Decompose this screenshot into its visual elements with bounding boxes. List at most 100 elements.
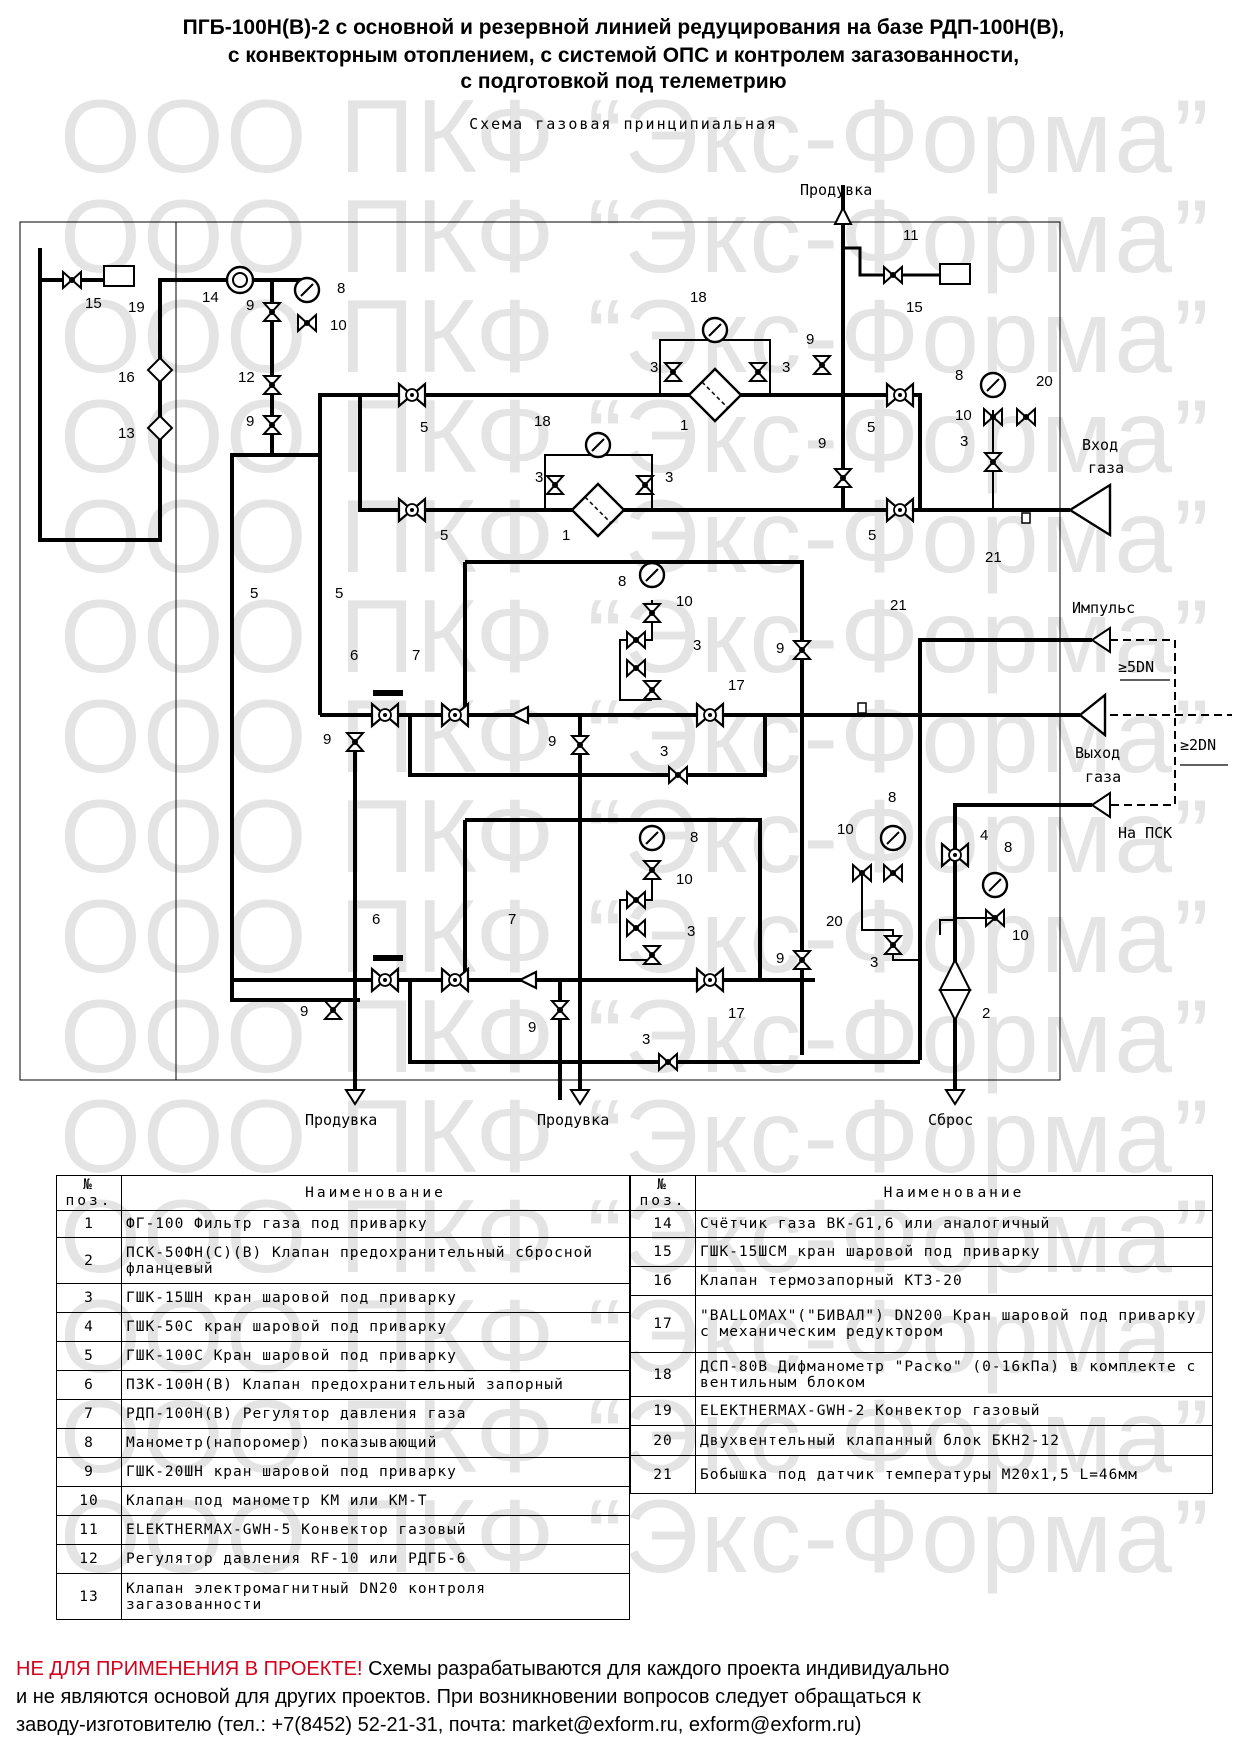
valve-9-reserve-2 <box>551 1000 569 1020</box>
legend-name: ПЗК-100Н(В) Клапан предохранительный зап… <box>121 1370 630 1400</box>
gas-inlet-arrow-icon <box>1067 482 1112 538</box>
pos-3: 3 <box>693 637 701 654</box>
pos-5: 5 <box>440 527 448 544</box>
legend-name: ГШК-20ШН кран шаровой под приварку <box>121 1457 630 1487</box>
valve-10-outlet <box>883 864 903 882</box>
valve-10-reserve <box>643 860 661 880</box>
valve-10-heating <box>297 314 317 332</box>
pos-19: 19 <box>128 299 145 316</box>
pos-1: 1 <box>562 527 570 544</box>
legend-pos: 9 <box>56 1457 122 1487</box>
pos-6: 6 <box>372 911 380 928</box>
legend-name: Клапан под манометр КМ или КМ-Т <box>121 1486 630 1516</box>
legend-pos: 4 <box>56 1312 122 1342</box>
pos-15: 15 <box>906 299 923 316</box>
legend-pos: 12 <box>56 1544 122 1574</box>
watermark-text: ООО ПКФ “Экс-Форма” <box>60 379 1211 495</box>
title-line-2: с конвекторным отоплением, с системой ОП… <box>227 44 1020 67</box>
pos-8: 8 <box>888 789 896 806</box>
pos-12: 12 <box>238 369 255 386</box>
label-impulse: Импульс <box>1072 599 1135 617</box>
watermark-text: ООО ПКФ “Экс-Форма” <box>60 579 1211 695</box>
purge-outlet-1 <box>345 1089 365 1105</box>
watermark-text: ООО ПКФ “Экс-Форма” <box>60 79 1211 195</box>
pos-8: 8 <box>618 573 626 590</box>
valve-3-outlet <box>884 935 902 955</box>
legend-name: ФГ-100 Фильтр газа под приварку <box>121 1210 630 1238</box>
label-gas-inlet-2: газа <box>1088 459 1124 477</box>
pos-17: 17 <box>728 1005 745 1022</box>
valve-5-top-right <box>885 382 915 408</box>
filter-1-bottom <box>570 482 626 538</box>
valve-3-main-b <box>626 659 646 677</box>
legend-pos: 18 <box>630 1352 696 1397</box>
pos-5: 5 <box>867 419 875 436</box>
watermark-text: ООО ПКФ “Экс-Форма” <box>60 479 1211 595</box>
purge-outlet-2 <box>570 1089 590 1105</box>
footer-disclaimer: НЕ ДЛЯ ПРИМЕНЕНИЯ В ПРОЕКТЕ! Схемы разра… <box>16 1655 1231 1739</box>
pos-9: 9 <box>528 1019 536 1036</box>
purge-top-arrow-icon <box>833 205 853 225</box>
label-gas-outlet-2: газа <box>1085 768 1121 786</box>
block-20-inlet <box>1016 408 1036 426</box>
legend-pos: 15 <box>630 1237 696 1267</box>
footer-text-3: заводу-изготовителю (тел.: +7(8452) 52-2… <box>16 1714 862 1736</box>
pos-8: 8 <box>1004 839 1012 856</box>
pos-11: 11 <box>903 227 919 244</box>
pos-3: 3 <box>782 359 790 376</box>
footer-warning: НЕ ДЛЯ ПРИМЕНЕНИЯ В ПРОЕКТЕ! <box>16 1658 363 1680</box>
valve-9-heating <box>263 302 281 322</box>
valve-3-reserve-a <box>626 891 646 909</box>
ballomax-17-reserve <box>695 967 725 993</box>
legend-header-pos: № поз. <box>630 1175 696 1211</box>
legend-name: ПСК-50ФН(С)(В) Клапан предохранительный … <box>121 1237 630 1284</box>
valve-3-filter-top-b <box>749 362 767 382</box>
valve-3-reserve-c <box>643 945 661 965</box>
valve-5-bottom-left <box>397 497 427 523</box>
legend-header-name: Наименование <box>695 1175 1213 1211</box>
pos-18: 18 <box>534 413 551 430</box>
label-purge-bottom-2: Продувка <box>537 1111 609 1129</box>
valve-3-filter-bottom-a <box>546 475 564 495</box>
legend-name: Манометр(напоромер) показывающий <box>121 1428 630 1458</box>
pos-9: 9 <box>323 731 331 748</box>
legend-pos: 5 <box>56 1341 122 1371</box>
label-purge-bottom-1: Продувка <box>305 1111 377 1129</box>
legend-header-pos: № поз. <box>56 1175 122 1211</box>
pos-13: 13 <box>118 425 135 442</box>
pos-3: 3 <box>642 1031 650 1048</box>
legend-pos: 8 <box>56 1428 122 1458</box>
pos-3: 3 <box>660 743 668 760</box>
footer-text-1: Схемы разрабатываются для каждого проект… <box>362 1658 950 1680</box>
valve-5-bottom-right <box>885 497 915 523</box>
pos-21: 21 <box>890 597 907 614</box>
valve-10-main <box>643 603 661 623</box>
footer-text-2: и не являются основой для других проекто… <box>16 1686 921 1708</box>
pos-9: 9 <box>776 640 784 657</box>
pos-21: 21 <box>985 549 1002 566</box>
legend-name: Двухвентельный клапанный блок БКН2-12 <box>695 1425 1213 1456</box>
pzk-6-reserve-cap <box>373 955 403 961</box>
pos-9: 9 <box>806 331 814 348</box>
regulator-7-reserve <box>440 967 470 993</box>
title-line-1: ПГБ-100Н(В)-2 с основной и резервной лин… <box>182 16 1065 39</box>
impulse-arrow-icon <box>1090 626 1111 654</box>
convector-19-icon <box>103 265 135 287</box>
pos-9: 9 <box>246 413 254 430</box>
label-dim-2dn: ≥2DN <box>1180 736 1216 754</box>
pos-5: 5 <box>335 585 343 602</box>
pos-16: 16 <box>118 369 135 386</box>
pos-3: 3 <box>650 359 658 376</box>
watermark-text: ООО ПКФ “Экс-Форма” <box>60 279 1211 395</box>
position-numbers: 15 19 14 9 8 10 16 12 13 9 5 5 18 3 3 1 … <box>85 227 1053 1048</box>
pzk-6-reserve <box>370 967 400 993</box>
legend-pos: 10 <box>56 1486 122 1516</box>
valve-9-bypass <box>834 468 852 488</box>
pos-9: 9 <box>818 435 826 452</box>
pzk-6-main-cap <box>373 690 403 696</box>
building-frame <box>19 221 1061 1081</box>
valve-15-left <box>62 271 82 289</box>
convector-11-icon <box>939 263 971 285</box>
pos-20: 20 <box>1036 373 1053 390</box>
